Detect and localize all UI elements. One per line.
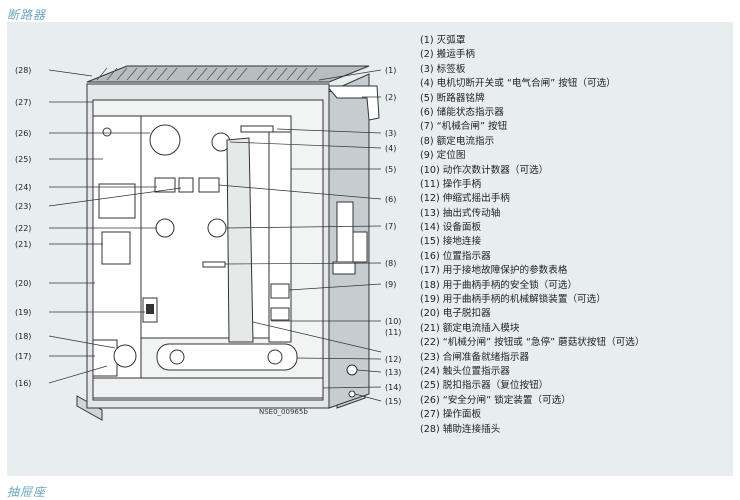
reset-button: [102, 127, 112, 137]
trip-unit-window: [98, 183, 136, 219]
callout-25: (25): [15, 155, 31, 164]
legend-item: (5) 断路器铭牌: [420, 92, 485, 104]
callout-16: (16): [15, 379, 31, 388]
figure-panel: (28) (27) (26) (25) (24) (23) (22) (21) …: [7, 22, 733, 476]
legend-item: (9) 定位图: [420, 150, 466, 162]
legend-item: (10) 动作次数计数器（可选）: [420, 164, 549, 176]
legend-item: (16) 位置指示器: [420, 250, 491, 262]
legend-item: (7) “机械合闸” 按钮: [420, 121, 508, 133]
callout-17: (17): [15, 352, 31, 361]
crank-safety-lock: [113, 344, 137, 368]
legend-item: (6) 储能状态指示器: [420, 106, 504, 118]
rating-plug: [101, 231, 131, 265]
legend-item: (3) 标签板: [420, 63, 466, 75]
storage-state-indicator: [198, 177, 220, 193]
figure-code: NSE0_00965b: [259, 408, 308, 416]
callout-8: (8): [385, 259, 396, 268]
section-title: 断路器: [7, 8, 47, 22]
arc-chute-top: [86, 65, 370, 83]
callout-19: (19): [15, 308, 31, 317]
legend-item: (1) 灭弧罩: [420, 35, 466, 46]
racking-handle: [156, 343, 298, 371]
callout-22: (22): [15, 224, 31, 233]
operating-handle: [226, 137, 254, 343]
device-panel: [92, 377, 324, 399]
callout-11: (11): [385, 328, 401, 337]
legend-item: (22) “机械分闸” 按钮或 “急停” 蘑菇状按钮（可选）: [420, 337, 645, 349]
callout-18: (18): [15, 332, 31, 341]
legend-item: (12) 伸缩式摇出手柄: [420, 193, 510, 205]
callout-14: (14): [385, 383, 401, 392]
callout-5: (5): [385, 165, 396, 174]
callout-2: (2): [385, 93, 396, 102]
legend-item: (4) 电机切断开关或 “电气合闸” 按钮（可选）: [420, 78, 616, 90]
label-plate: [240, 125, 274, 133]
callout-27: (27): [15, 98, 31, 107]
callout-13: (13): [385, 368, 401, 377]
safety-off-lock: [149, 124, 181, 156]
legend-item: (15) 接地连接: [420, 236, 482, 248]
param-table: [92, 339, 118, 377]
legend-item: (11) 操作手柄: [420, 178, 482, 190]
legend-item: (8) 额定电流指示: [420, 135, 495, 147]
legend-list: (1) 灭弧罩 (2) 搬运手柄 (3) 标签板 (4) 电机切断开关或 “电气合闸”…: [420, 34, 730, 437]
legend-item: (14) 设备面板: [420, 222, 482, 234]
legend-item: (2) 搬运手柄: [420, 49, 476, 61]
callout-7: (7): [385, 222, 396, 231]
callout-4: (4): [385, 144, 396, 153]
legend-item: (18) 用于曲柄手柄的安全锁（可选）: [420, 279, 578, 291]
callout-12: (12): [385, 355, 401, 364]
legend-item: (21) 额定电流插入模块: [420, 322, 520, 334]
racking-shaft: [346, 364, 358, 376]
legend-item: (25) 脱扣指示器（复位按钮）: [420, 380, 549, 392]
mechanical-on-button: [207, 218, 227, 238]
rated-current-indicator: [202, 261, 226, 268]
counter: [270, 283, 290, 299]
callout-24: (24): [15, 183, 31, 192]
carrying-handle: [325, 85, 380, 121]
next-section-title: 抽屉座: [7, 485, 47, 499]
callout-28: (28): [15, 66, 31, 75]
callout-6: (6): [385, 195, 396, 204]
callout-1: (1): [385, 66, 396, 75]
legend-item: (20) 电子脱扣器: [420, 308, 491, 320]
mechanical-off-button: [155, 218, 175, 238]
arc-chute-fins: [96, 67, 318, 81]
callout-15: (15): [385, 397, 401, 406]
callout-9: (9): [385, 280, 396, 289]
callout-10: (10): [385, 317, 401, 326]
contact-position-indicator: [154, 177, 176, 193]
callout-21: (21): [15, 240, 31, 249]
callout-26: (26): [15, 129, 31, 138]
legend-item: (13) 抽出式传动轴: [420, 207, 501, 219]
callout-3: (3): [385, 129, 396, 138]
legend-item: (26) “安全分闸” 锁定装置（可选）: [420, 394, 571, 406]
ready-to-close-indicator: [178, 177, 194, 193]
callout-23: (23): [15, 202, 31, 211]
position-diagram: [270, 307, 290, 321]
circuit-breaker-illustration: (28) (27) (26) (25) (24) (23) (22) (21) …: [15, 65, 401, 421]
legend-item: (23) 合闸准备就绪指示器: [420, 351, 530, 363]
legend-item: (27) 操作面板: [420, 409, 482, 421]
callout-20: (20): [15, 279, 31, 288]
legend-item: (28) 辅助连接插头: [420, 423, 501, 435]
legend-item: (24) 触头位置指示器: [420, 365, 510, 377]
legend-item: (17) 用于接地故障保护的参数表格: [420, 265, 568, 277]
legend-item: (19) 用于曲柄手柄的机械解锁装置（可选）: [420, 294, 606, 306]
ground-connection: [348, 390, 356, 398]
